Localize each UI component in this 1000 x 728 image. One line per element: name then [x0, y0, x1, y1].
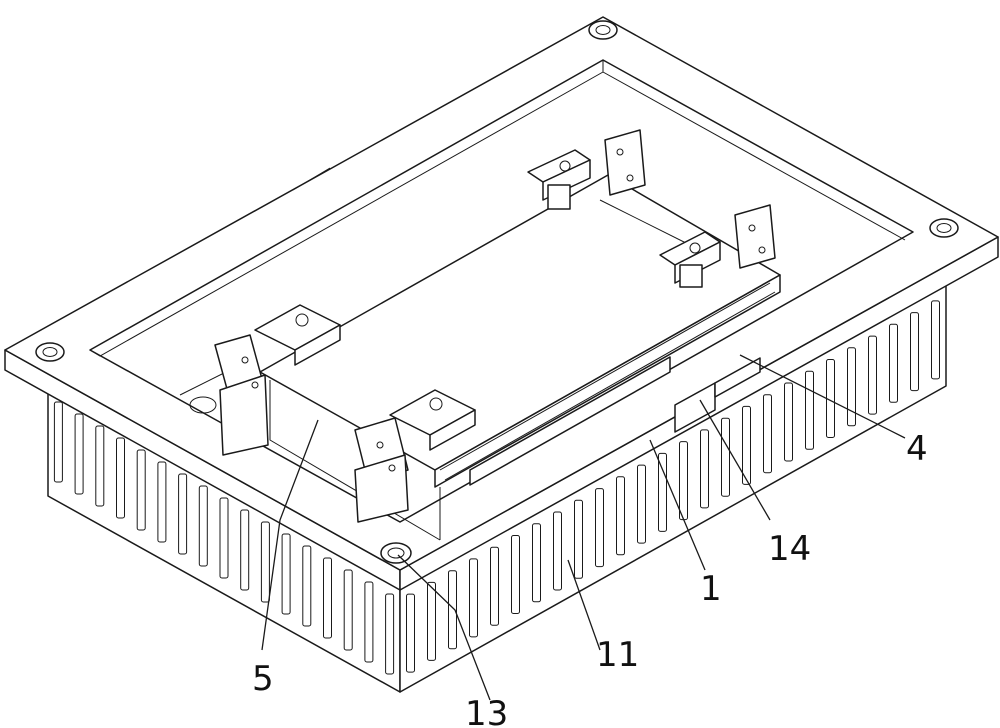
- fin-slot: [469, 558, 478, 638]
- fin-slot: [53, 401, 63, 483]
- mounting-hole-left: [35, 342, 65, 362]
- front-edge-bracket: [469, 356, 761, 486]
- heat-sink-fins: [47, 282, 947, 693]
- fin-slot: [931, 300, 940, 380]
- callout-4: 4: [906, 429, 928, 469]
- fin-slot: [574, 499, 583, 579]
- fin-slot: [302, 545, 312, 627]
- fin-slot: [721, 417, 730, 497]
- fin-slot: [427, 581, 436, 661]
- fin-slot: [805, 370, 814, 450]
- fin-slot: [260, 521, 270, 603]
- leader-13: [397, 554, 491, 701]
- fin-slot: [700, 429, 709, 509]
- inner-plate: [179, 174, 781, 541]
- clamp-assembly-right: [659, 204, 776, 288]
- mounting-hole-right: [929, 218, 959, 238]
- leader-lines: [261, 354, 906, 701]
- fin-slot: [116, 437, 125, 519]
- leader-11: [567, 559, 601, 651]
- fin-slot: [95, 425, 105, 507]
- fin-slot: [136, 449, 146, 531]
- fin-slot: [658, 452, 667, 532]
- fin-slot: [784, 382, 793, 462]
- clamp-assembly-left-front: [354, 389, 476, 523]
- fin-slot: [511, 535, 520, 614]
- fin-slot: [385, 593, 395, 675]
- fins-left-face: [53, 401, 395, 675]
- fin-slot: [198, 485, 208, 567]
- leader-4: [739, 354, 906, 439]
- fin-slot: [406, 593, 415, 673]
- fin-slot: [219, 497, 229, 579]
- fin-slot: [157, 461, 167, 543]
- fin-slot: [448, 570, 457, 650]
- fin-slot: [595, 488, 604, 568]
- callout-labels: 5 13 11 1 14 4: [252, 429, 928, 728]
- fin-slot: [679, 441, 688, 521]
- fin-slot: [490, 546, 499, 626]
- fin-slot: [910, 312, 919, 392]
- mounting-hole-back: [588, 20, 618, 40]
- callout-13: 13: [465, 694, 508, 728]
- fin-slot: [553, 511, 562, 591]
- fin-slot: [763, 394, 772, 474]
- fin-slot: [847, 347, 856, 427]
- mounting-hole-front: [380, 542, 412, 564]
- fin-slot: [323, 557, 332, 639]
- fin-slot: [240, 509, 250, 591]
- callout-14: 14: [768, 529, 811, 569]
- fin-slot: [74, 413, 84, 495]
- leader-5: [261, 419, 319, 651]
- clamp-assembly-left-back: [214, 304, 341, 456]
- fin-slot: [889, 323, 898, 403]
- fin-slot: [281, 533, 291, 615]
- fin-slot: [742, 405, 751, 485]
- callout-11: 11: [596, 635, 639, 675]
- leader-1: [649, 439, 706, 571]
- clamp-assembly-back: [527, 129, 691, 246]
- fin-slot: [637, 464, 646, 544]
- callout-5: 5: [252, 659, 274, 699]
- fin-slot: [616, 476, 625, 556]
- fins-right-face: [406, 300, 940, 673]
- fin-slot: [868, 335, 877, 415]
- fin-slot: [178, 473, 188, 555]
- callout-1: 1: [700, 569, 722, 609]
- leader-14: [699, 399, 771, 521]
- fin-slot: [343, 569, 353, 651]
- fin-slot: [364, 581, 374, 663]
- fin-slot: [532, 523, 541, 603]
